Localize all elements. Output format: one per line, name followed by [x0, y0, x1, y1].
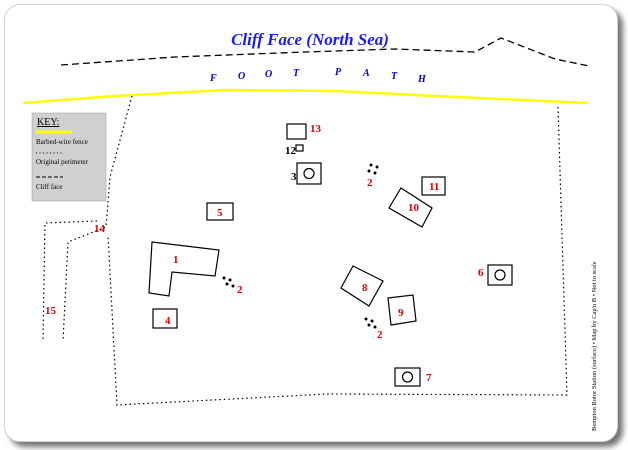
feature-label-7: 7: [426, 372, 432, 384]
feature-label-9: 9: [398, 307, 404, 319]
map-title: Cliff Face (North Sea): [231, 30, 389, 49]
key-label-perimeter: Original perimeter: [36, 158, 89, 166]
map-key: KEY: Barbed-wire fence Original perimete…: [31, 112, 107, 202]
feature-label-2c: 2: [377, 329, 383, 341]
key-label-cliff: Cliff face: [36, 183, 63, 191]
dot-cluster-2c: [364, 317, 377, 329]
building-8: [340, 265, 384, 307]
building-6: [487, 264, 513, 286]
dot-cluster-group: [222, 163, 379, 329]
feature-label-2b: 2: [367, 177, 373, 189]
building-1: [148, 241, 220, 297]
map-panel: Cliff Face (North Sea) F O O T P A T H KEY: Bar…: [4, 4, 618, 442]
barbed-wire-fence-line: [22, 88, 589, 105]
key-title: KEY:: [37, 117, 59, 128]
feature-label-2a: 2: [237, 284, 243, 296]
cliff-face-line: [60, 37, 590, 67]
feature-label-14: 14: [94, 223, 106, 235]
building-3-circle: [303, 167, 315, 180]
dot-cluster-2b: [367, 163, 379, 175]
feature-label-8: 8: [362, 282, 368, 294]
footpath-letter: T: [293, 68, 300, 79]
building-13: [286, 123, 307, 140]
building-3: [296, 162, 322, 185]
building-9: [387, 294, 417, 326]
building-11: [421, 176, 446, 196]
building-7-circle: [401, 371, 414, 383]
building-7: [394, 367, 421, 387]
original-perimeter-line-west: [42, 220, 98, 342]
footpath-letter: P: [335, 67, 342, 78]
feature-label-11: 11: [429, 181, 439, 193]
dot-cluster-2a: [222, 276, 235, 288]
building-12: [295, 144, 304, 152]
footpath-letter: O: [238, 71, 245, 82]
feature-label-1: 1: [173, 254, 179, 266]
footpath-letter: O: [265, 69, 272, 80]
feature-label-4: 4: [165, 315, 171, 327]
map-canvas: Cliff Face (North Sea) F O O T P A T H KEY: Bar…: [22, 30, 598, 431]
original-perimeter-line: [62, 95, 133, 342]
feature-label-12: 12: [285, 145, 297, 157]
feature-label-6: 6: [478, 267, 484, 279]
map-credit: Bempton Rotor Station (surface) • Map by…: [591, 261, 598, 431]
building-4: [152, 308, 178, 329]
footpath-letter: F: [209, 73, 217, 84]
key-label-fence: Barbed-wire fence: [36, 138, 88, 146]
feature-label-3: 3: [291, 171, 297, 183]
footpath-letter: H: [417, 74, 427, 85]
building-10: [388, 187, 433, 228]
feature-label-15: 15: [45, 305, 57, 317]
footpath-letter: A: [362, 68, 370, 79]
feature-label-13: 13: [310, 123, 322, 135]
building-5: [206, 202, 234, 221]
building-6-circle: [494, 269, 506, 281]
feature-label-10: 10: [408, 202, 420, 214]
feature-label-5: 5: [217, 207, 223, 219]
footpath-letter: T: [391, 71, 398, 82]
